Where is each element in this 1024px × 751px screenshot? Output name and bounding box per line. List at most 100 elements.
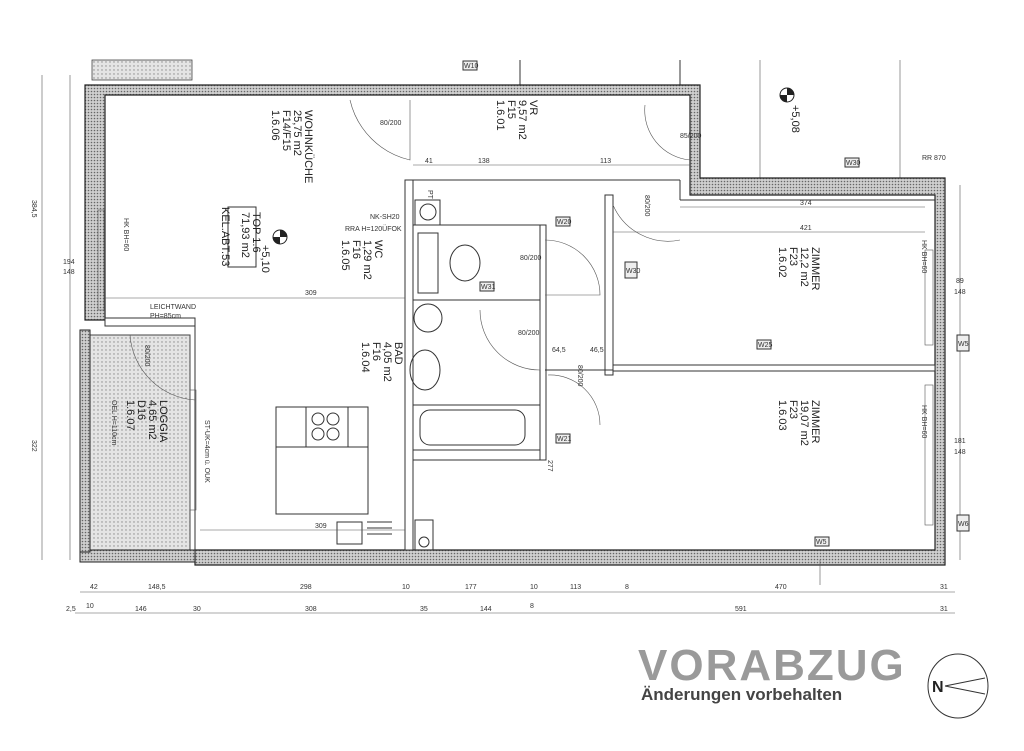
dimension-row-1: 42 148,5 298 10 177 10 113 8 470 31 [90,584,948,591]
svg-text:12,2 m2: 12,2 m2 [798,247,810,287]
svg-text:W25: W25 [758,342,773,349]
svg-text:W30: W30 [626,268,641,275]
svg-text:HK BH=60: HK BH=60 [920,405,927,438]
svg-text:148,5: 148,5 [148,584,166,591]
svg-text:F16: F16 [370,342,382,361]
dimension-row-2: 2,5 10 146 30 308 35 144 8 591 31 [66,603,948,613]
svg-text:W21: W21 [557,436,572,443]
svg-text:1.6.05: 1.6.05 [339,240,351,271]
svg-text:WC: WC [372,240,384,258]
svg-text:RR 870: RR 870 [922,155,946,162]
svg-text:W5: W5 [958,341,969,348]
elevation-marker-icon [272,229,288,245]
svg-text:PH=85cm: PH=85cm [150,313,181,320]
svg-text:146: 146 [135,606,147,613]
room-wohnkueche: WOHNKÜCHE 25,75 m2 F14/F15 1.6.06 [269,110,314,183]
svg-text:W30: W30 [846,160,861,167]
door-swings [129,99,691,426]
svg-text:177: 177 [465,584,477,591]
svg-text:W5: W5 [816,539,827,546]
room-zimmer-2: ZIMMER 19,07 m2 F23 1.6.03 [776,400,821,446]
windows [97,209,934,526]
svg-text:470: 470 [775,584,787,591]
svg-text:64,5: 64,5 [552,347,566,354]
svg-text:D16: D16 [135,400,147,420]
svg-text:9,57 m2: 9,57 m2 [516,100,528,140]
unit-label: TOP 1.6 71,93 m2 KEL.ABT.53 +5,10 [219,206,288,273]
stamp-title: VORABZUG [638,641,906,690]
svg-text:TOP 1.6: TOP 1.6 [250,212,262,253]
neighbor-walls [91,59,901,185]
exterior-walls [79,84,946,566]
svg-text:4,05 m2: 4,05 m2 [381,342,393,382]
svg-text:322: 322 [30,440,37,452]
north-arrow-icon: N [927,653,989,719]
svg-text:F16: F16 [350,240,362,259]
svg-text:F23: F23 [787,400,799,419]
svg-text:N: N [932,679,944,696]
svg-text:148: 148 [63,269,75,276]
svg-text:19,07 m2: 19,07 m2 [798,400,810,446]
svg-text:W10: W10 [464,63,479,70]
svg-text:384,5: 384,5 [30,200,37,218]
svg-text:277: 277 [546,460,553,472]
svg-text:ST-UK=4cm ü. OUK: ST-UK=4cm ü. OUK [203,420,210,483]
svg-text:113: 113 [600,158,611,165]
svg-text:80/200: 80/200 [380,120,402,127]
svg-text:LEICHTWAND: LEICHTWAND [150,304,196,311]
svg-text:RRA H=120ÜFOK: RRA H=120ÜFOK [345,225,402,233]
svg-text:25,75 m2: 25,75 m2 [291,110,303,156]
svg-text:1.6.06: 1.6.06 [269,110,281,141]
svg-text:298: 298 [300,584,312,591]
svg-text:309: 309 [305,290,317,297]
svg-text:2,5: 2,5 [66,606,76,613]
svg-text:308: 308 [305,606,317,613]
svg-text:144: 144 [480,606,492,613]
annotations: NK-SH20 RRA H=120ÜFOK LEICHTWAND PH=85cm… [122,87,946,483]
svg-text:80/200: 80/200 [643,195,650,217]
svg-text:HK BH=60: HK BH=60 [920,240,927,273]
svg-text:31: 31 [940,606,948,613]
svg-text:PT: PT [426,190,433,200]
svg-text:W20: W20 [557,219,572,226]
svg-text:10: 10 [86,603,94,610]
svg-text:1.6.03: 1.6.03 [776,400,788,431]
svg-text:35: 35 [420,606,428,613]
svg-text:F15: F15 [505,100,517,119]
window-tags: W25 W30 W31 W20 W21 W5 W6 W5 W10 W30 [462,60,970,547]
svg-text:138: 138 [478,158,490,165]
svg-text:30: 30 [193,606,201,613]
svg-text:591: 591 [735,606,747,613]
interior-walls [104,179,936,555]
svg-text:+5,10: +5,10 [259,245,271,273]
svg-text:148: 148 [954,449,966,456]
room-wc: WC 1,29 m2 F16 1.6.05 [339,240,384,280]
svg-text:VR: VR [527,100,539,115]
room-bad: BAD 4,05 m2 F16 1.6.04 [359,342,404,382]
svg-text:KEL.ABT.53: KEL.ABT.53 [219,207,231,266]
svg-text:1.6.02: 1.6.02 [776,247,788,278]
svg-text:BAD: BAD [392,342,404,365]
svg-text:W31: W31 [481,284,496,291]
svg-text:10: 10 [402,584,410,591]
svg-text:1.6.01: 1.6.01 [494,100,506,131]
room-zimmer-1: ZIMMER 12,2 m2 F23 1.6.02 [776,247,821,290]
svg-text:46,5: 46,5 [590,347,604,354]
svg-text:80/200: 80/200 [576,365,583,387]
svg-text:1.6.07: 1.6.07 [124,400,136,431]
svg-text:89: 89 [956,278,964,285]
svg-text:LOGGIA: LOGGIA [157,400,169,443]
svg-text:10: 10 [530,584,538,591]
door-labels: 80/200 80/200 80/200 80/200 85/200 80/20… [143,120,702,387]
svg-text:374: 374 [800,200,812,207]
svg-text:+5,08: +5,08 [789,105,801,133]
room-loggia: LOGGIA 4,65 m2 D16 1.6.07 OEL H=110cm [110,400,169,445]
svg-text:80/200: 80/200 [143,345,150,367]
fixtures [275,199,541,551]
svg-text:F23: F23 [787,247,799,266]
svg-text:1,29 m2: 1,29 m2 [361,240,373,280]
stamp-subtitle: Änderungen vorbehalten [641,685,842,704]
svg-text:WOHNKÜCHE: WOHNKÜCHE [302,110,314,183]
svg-text:71,93 m2: 71,93 m2 [239,212,251,258]
